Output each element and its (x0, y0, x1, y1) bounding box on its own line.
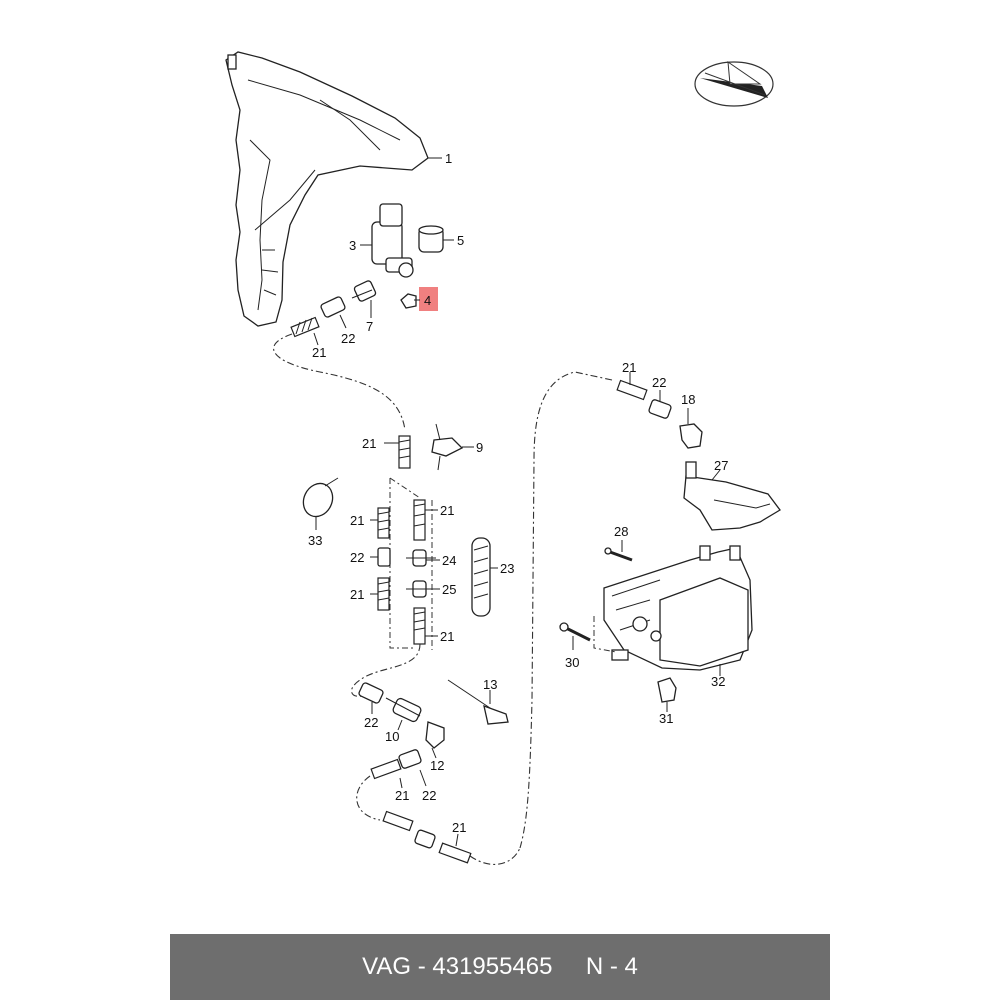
callout-21h: 21 (395, 788, 409, 803)
callout-21f: 21 (440, 629, 454, 644)
headlight-washer-nozzle (683, 461, 781, 531)
callout-21c: 21 (350, 513, 364, 528)
hose-21a (290, 316, 320, 338)
hose-21b (398, 435, 411, 469)
callout-31: 31 (659, 711, 673, 726)
part-number-footer: VAG - 431955465 N - 4 (170, 934, 830, 1000)
clip-31 (657, 677, 677, 703)
callout-4: 4 (424, 293, 431, 308)
cable-tie (302, 477, 339, 518)
callout-22d: 22 (364, 715, 378, 730)
callout-30: 30 (565, 655, 579, 670)
screw-30 (559, 622, 591, 642)
seal (400, 293, 417, 309)
callout-33: 33 (308, 533, 322, 548)
callout-13: 13 (483, 677, 497, 692)
callout-22e: 22 (422, 788, 436, 803)
callout-18: 18 (681, 392, 695, 407)
callout-21b: 21 (362, 436, 376, 451)
hose-21i (438, 842, 472, 864)
insulation-tube (471, 537, 491, 617)
callout-5: 5 (457, 233, 464, 248)
hose-sleeve-22d (358, 682, 384, 704)
elbow-connector-18 (679, 423, 703, 449)
callout-10: 10 (385, 729, 399, 744)
callout-9: 9 (476, 440, 483, 455)
hose-21f (413, 607, 426, 645)
callout-23: 23 (500, 561, 514, 576)
highlight-box (419, 287, 438, 311)
sensor-9 (431, 423, 464, 471)
connector-7 (351, 280, 377, 302)
callout-12: 12 (430, 758, 444, 773)
callout-24: 24 (442, 553, 456, 568)
callout-21e: 21 (440, 503, 454, 518)
hose-21e (413, 499, 426, 541)
hose-sleeve-22e (398, 749, 422, 769)
hose-sleeve-22a (320, 296, 346, 318)
check-valve-10 (385, 697, 422, 723)
hose-21c (377, 507, 390, 539)
callout-21i: 21 (452, 820, 466, 835)
callout-25: 25 (442, 582, 456, 597)
holder-13 (447, 679, 509, 725)
callout-28: 28 (614, 524, 628, 539)
callout-32: 32 (711, 674, 725, 689)
compass-icon (694, 60, 774, 107)
callout-22c: 22 (652, 375, 666, 390)
elbow-connector-12 (425, 721, 445, 749)
washer-fluid-reservoir (225, 51, 429, 327)
part-number-text: VAG - 431955465 N - 4 (362, 953, 638, 980)
screw-28 (604, 547, 633, 562)
hose-21g (616, 379, 648, 401)
hose-sleeve-lower (414, 829, 436, 849)
hose-21h (370, 758, 402, 780)
callout-22a: 22 (341, 331, 355, 346)
washer-pump (371, 203, 414, 278)
hose-sleeve-22c (648, 399, 672, 419)
callout-7: 7 (366, 319, 373, 334)
connector-24 (406, 549, 436, 567)
hose-sleeve-22b (377, 547, 391, 567)
callout-27: 27 (714, 458, 728, 473)
callout-3: 3 (349, 238, 356, 253)
hose-21d (377, 577, 390, 611)
callout-22b: 22 (350, 550, 364, 565)
callout-21d: 21 (350, 587, 364, 602)
callout-21g: 21 (622, 360, 636, 375)
hose-21i-left (382, 810, 414, 832)
callout-21a: 21 (312, 345, 326, 360)
fog-lamp (603, 545, 753, 671)
callout-1: 1 (445, 151, 452, 166)
grommet (418, 225, 444, 253)
